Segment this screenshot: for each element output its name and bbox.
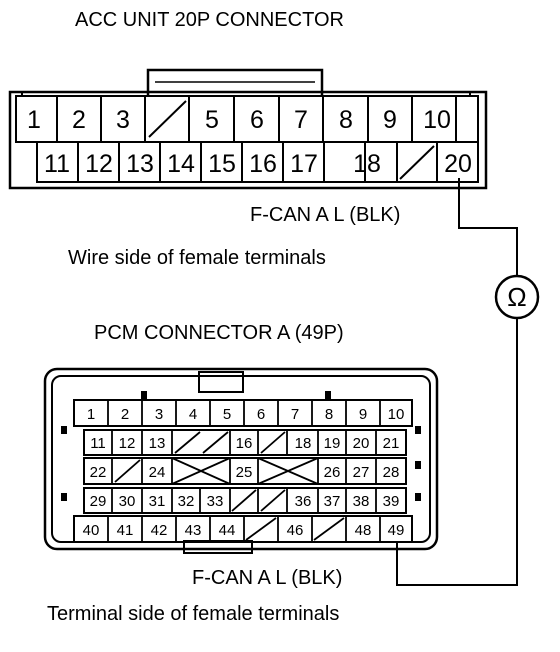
pcm-pin-2: 2 [121,406,129,423]
pcm-pin-5: 5 [223,406,231,423]
acc-pin-16: 16 [249,150,277,178]
pcm-pin-44: 44 [219,522,236,539]
pcm-pin-6: 6 [257,406,265,423]
acc-pin-10: 10 [423,106,451,134]
acc-pin-8: 8 [339,106,353,134]
acc-pin-15: 15 [208,150,236,178]
pcm-pin-22: 22 [90,464,107,481]
acc-pin-13: 13 [126,150,154,178]
pcm-pin-21: 21 [383,435,400,452]
acc-connector-title: ACC UNIT 20P CONNECTOR [75,9,344,31]
pcm-connector-title: PCM CONNECTOR A (49P) [94,322,344,344]
pcm-pin-41: 41 [117,522,134,539]
pcm-pin-32: 32 [178,493,195,510]
pcm-view-label: Terminal side of female terminals [47,603,339,625]
pcm-pin-13: 13 [149,435,166,452]
acc-pin-17: 17 [290,150,318,178]
acc-pin-18: 18 [353,150,381,178]
acc-pin-9: 9 [383,106,397,134]
pcm-pin-8: 8 [325,406,333,423]
pcm-pin-16: 16 [236,435,253,452]
pcm-pin-10: 10 [388,406,405,423]
ohmmeter-icon: Ω [494,274,540,320]
acc-bottom-row-numbers: 11 12 13 14 15 16 17 18 20 [44,150,472,178]
acc-top-row-dividers [56,96,457,142]
pcm-row-dividers [107,400,381,542]
acc-slot-19-blank [399,145,435,180]
pcm-pin-25: 25 [236,464,253,481]
pcm-pin-12: 12 [119,435,136,452]
pcm-pin-42: 42 [151,522,168,539]
pcm-pin-19: 19 [324,435,341,452]
pcm-pin-1: 1 [87,406,95,423]
acc-pin-1: 1 [27,106,41,134]
pcm-pin-46: 46 [287,522,304,539]
pcm-wire-label: F-CAN A L (BLK) [192,567,342,589]
acc-pin-11: 11 [44,150,70,178]
test-lead-wire [396,178,518,586]
ohm-symbol: Ω [507,282,526,312]
pcm-connector: 1 2 3 4 5 6 7 8 9 10 11 12 13 16 18 19 2… [43,367,439,554]
pcm-pin-36: 36 [295,493,312,510]
pcm-blank-slots [114,431,345,541]
pcm-pin-9: 9 [359,406,367,423]
acc-pin-7: 7 [294,106,308,134]
pcm-pin-39: 39 [383,493,400,510]
pcm-pin-27: 27 [353,464,370,481]
pcm-pin-29: 29 [90,493,107,510]
acc-pin-12: 12 [85,150,113,178]
acc-pin-20: 20 [444,150,472,178]
pcm-pin-49: 49 [388,522,405,539]
acc-pin-14: 14 [167,150,195,178]
pcm-pin-numbers: 1 2 3 4 5 6 7 8 9 10 11 12 13 16 18 19 2… [83,406,405,539]
acc-pin-3: 3 [116,106,130,134]
acc-wire-label: F-CAN A L (BLK) [250,204,400,226]
pcm-pin-20: 20 [353,435,370,452]
acc-top-row-numbers: 1 2 3 5 6 7 8 9 10 [27,106,451,134]
acc-bottom-row-dividers [77,142,438,182]
pcm-pin-33: 33 [207,493,224,510]
pcm-pin-24: 24 [149,464,166,481]
pcm-pin-7: 7 [291,406,299,423]
pcm-pin-48: 48 [355,522,372,539]
pcm-pin-18: 18 [295,435,312,452]
acc-pin-6: 6 [250,106,264,134]
acc-view-label: Wire side of female terminals [68,247,326,269]
pcm-pin-11: 11 [90,435,106,452]
pcm-pin-38: 38 [353,493,370,510]
acc-connector: 1 2 3 5 6 7 8 9 10 11 12 13 [8,68,488,190]
pcm-pin-31: 31 [149,493,166,510]
pcm-pin-26: 26 [324,464,341,481]
pcm-pin-4: 4 [189,406,197,423]
pcm-pin-3: 3 [155,406,163,423]
acc-pin-5: 5 [205,106,219,134]
acc-pin-2: 2 [72,106,86,134]
acc-slot-4-blank [148,100,187,138]
pcm-pin-30: 30 [119,493,136,510]
pcm-pin-40: 40 [83,522,100,539]
pcm-pin-28: 28 [383,464,400,481]
pcm-pin-37: 37 [324,493,341,510]
pcm-pin-43: 43 [185,522,202,539]
